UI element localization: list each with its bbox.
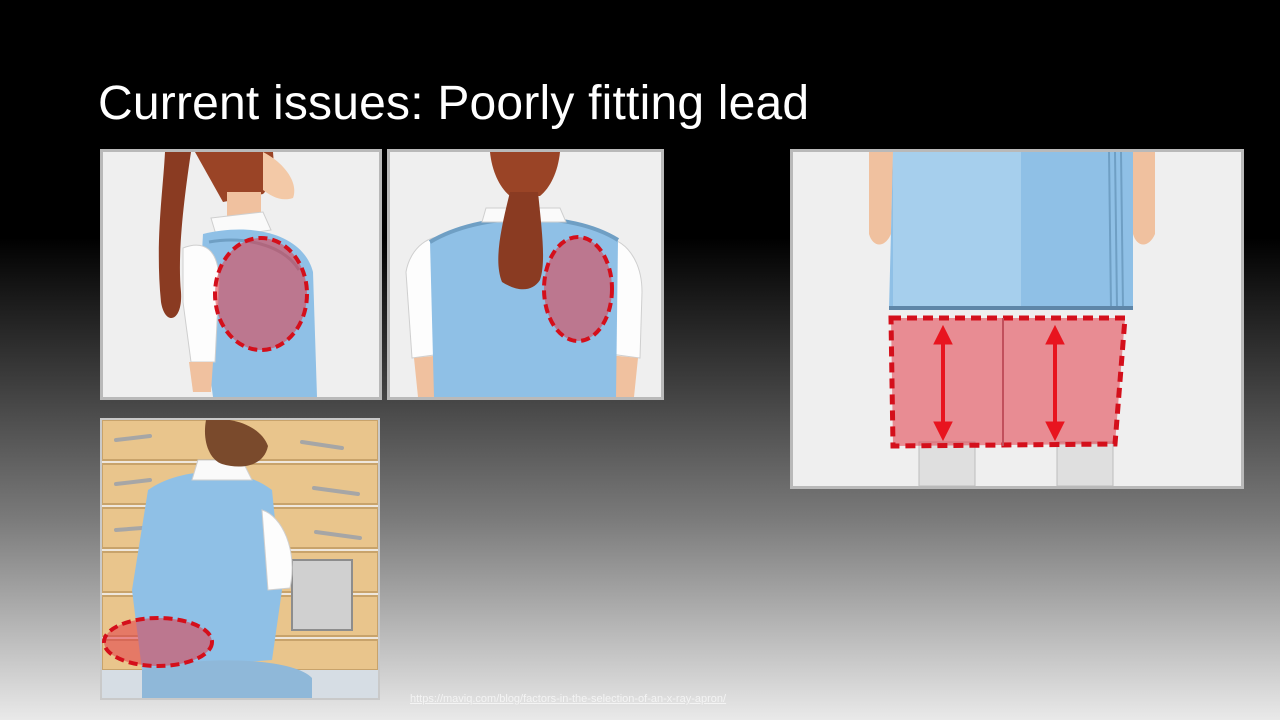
- slide-title: Current issues: Poorly fitting lead: [98, 77, 810, 130]
- illustration-apron-length-view: [790, 149, 1244, 489]
- illustration-crouching-view: [100, 418, 380, 700]
- illustration-side-view: [100, 149, 382, 400]
- illustration-back-view: [387, 149, 664, 400]
- source-link[interactable]: https://maviq.com/blog/factors-in-the-se…: [410, 693, 727, 705]
